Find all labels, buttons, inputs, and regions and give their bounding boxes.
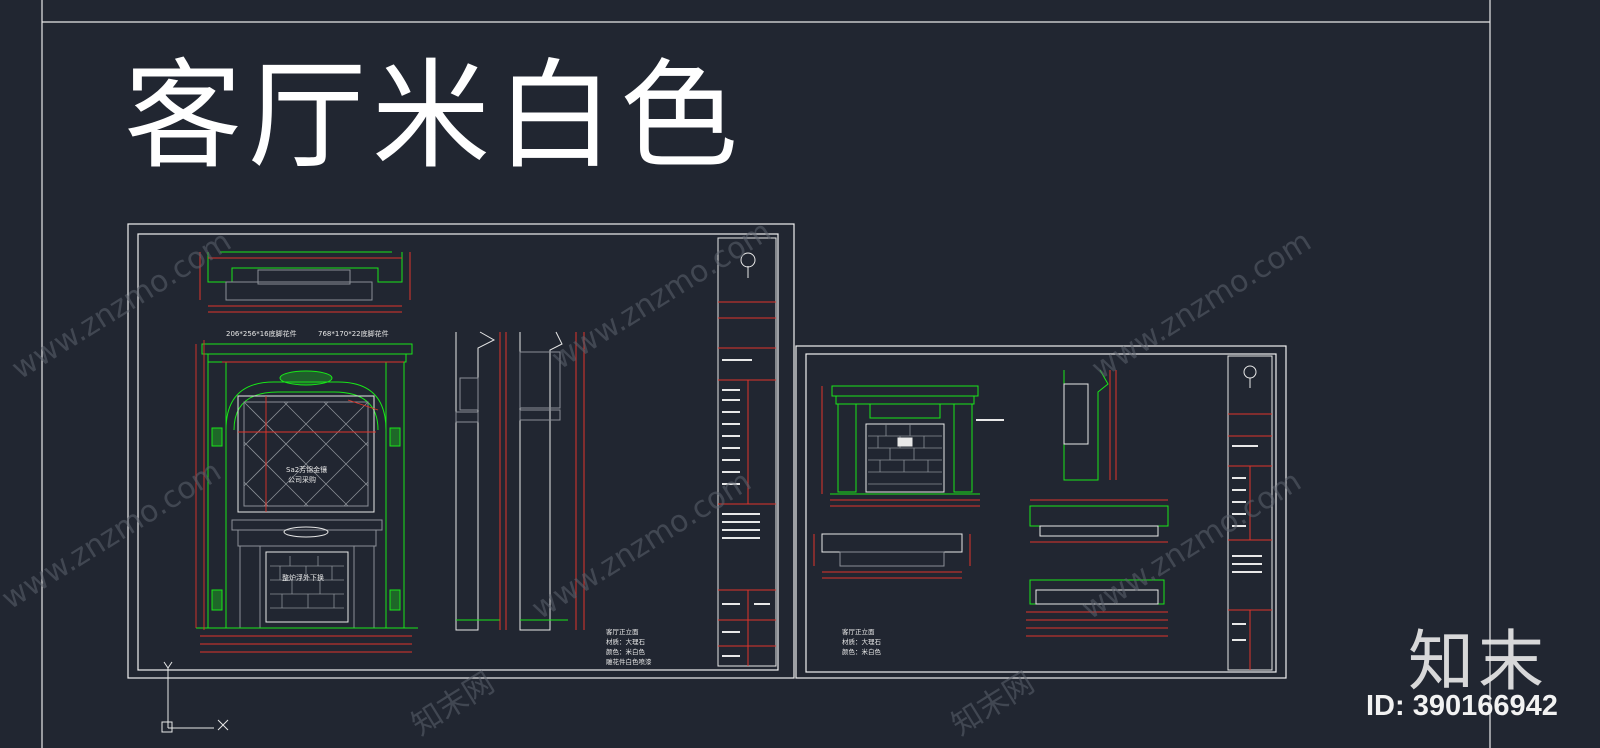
diagonal-watermarks: www.znzmo.com www.znzmo.com www.znzmo.co… bbox=[0, 214, 1318, 743]
sheet2-front-elevation bbox=[821, 385, 1004, 507]
outer-border bbox=[41, 0, 1491, 748]
watermark-text: www.znzmo.com bbox=[0, 454, 228, 617]
sheet2-frame bbox=[795, 345, 1287, 679]
sheet1-caption-4: 雕花件白色喷漆 bbox=[606, 657, 652, 666]
sheet2-side-section bbox=[1063, 369, 1117, 481]
ucs-axis-icon bbox=[161, 661, 229, 733]
annotation-panel-1: Sa2芳锦金镶 bbox=[286, 465, 327, 474]
sheet1-title-block bbox=[717, 237, 777, 667]
watermark-id: ID: 390166942 bbox=[1366, 690, 1558, 722]
annotation-top-right: 768*170*22底脚花件 bbox=[318, 329, 389, 338]
sheet1-top-plan bbox=[199, 251, 411, 313]
sheet2-title-block bbox=[1227, 355, 1273, 671]
watermark-text: www.znzmo.com bbox=[6, 224, 238, 387]
watermark-brand: 知末网 bbox=[406, 665, 501, 742]
annotation-fireplace: 整炉浮外下换 bbox=[282, 573, 324, 582]
watermark-text: www.znzmo.com bbox=[546, 214, 778, 377]
sheet1-caption-1: 客厅正立面 bbox=[606, 627, 639, 636]
sheet1-caption-3: 颜色：米白色 bbox=[606, 647, 646, 656]
sheet2-caption-3: 颜色：米白色 bbox=[842, 647, 882, 656]
drawing-title: 客厅米白色 bbox=[124, 47, 745, 185]
watermark-logo: 知末 bbox=[1408, 623, 1548, 700]
watermark-text: www.znzmo.com bbox=[1076, 464, 1308, 627]
watermark-text: www.znzmo.com bbox=[1086, 224, 1318, 387]
sheet1-caption-2: 材质：大理石 bbox=[606, 637, 646, 646]
watermark-text: www.znzmo.com bbox=[526, 464, 758, 627]
sheet1-front-elevation bbox=[195, 340, 418, 653]
annotation-panel-2: 公司采购 bbox=[288, 475, 316, 484]
sheet2-plan-views bbox=[813, 499, 1169, 637]
sheet1-section-views bbox=[455, 331, 585, 631]
sheet1-frame bbox=[127, 223, 795, 679]
watermark-brand: 知末网 bbox=[946, 665, 1041, 742]
sheet2-caption-1: 客厅正立面 bbox=[842, 627, 875, 636]
sheet2-caption-2: 材质：大理石 bbox=[842, 637, 882, 646]
annotation-top-left: 206*256*16底脚花件 bbox=[226, 329, 297, 338]
